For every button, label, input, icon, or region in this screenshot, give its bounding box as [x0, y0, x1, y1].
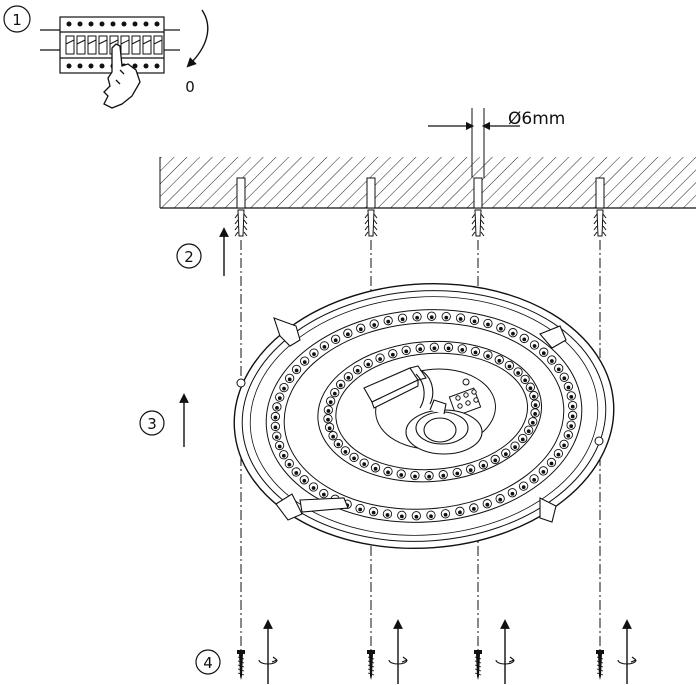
- wall-plug-icon: [364, 209, 378, 237]
- wall-plug-icon: [471, 209, 485, 237]
- breaker-terminal: [110, 21, 116, 27]
- lamp-base: [233, 282, 615, 550]
- breaker-terminal: [143, 21, 149, 27]
- breaker-terminal: [121, 21, 127, 27]
- hand-icon: [103, 43, 141, 109]
- screw-icon: [237, 650, 245, 680]
- ceiling: [159, 157, 696, 209]
- breaker-switch: [142, 35, 152, 55]
- led-ring-outer: [270, 311, 578, 521]
- mounting-bracket: [299, 497, 349, 513]
- drilled-hole: [595, 177, 605, 209]
- breaker-terminal: [77, 63, 83, 69]
- breaker-terminal: [132, 21, 138, 27]
- screws: [237, 619, 637, 684]
- breaker-switch: [65, 35, 75, 55]
- step-1-label: 1: [12, 11, 22, 29]
- drilled-hole: [366, 177, 376, 209]
- breaker-switch: [76, 35, 86, 55]
- drilled-hole: [236, 177, 246, 209]
- screw-icon: [367, 650, 375, 680]
- mounting-hole: [236, 378, 246, 388]
- screw-icon: [474, 650, 482, 680]
- wall-plug-icon: [234, 209, 248, 237]
- center-driver: [405, 399, 483, 455]
- rotate-arrow-icon: [617, 619, 637, 684]
- breaker-terminal: [99, 63, 105, 69]
- breaker-switch: [120, 35, 130, 55]
- circuit-breaker-icon: [40, 16, 180, 74]
- terminal-block: [363, 365, 434, 409]
- screw-hole: [462, 378, 470, 386]
- screw-icon: [596, 650, 604, 680]
- breaker-terminal: [88, 21, 94, 27]
- breaker-terminal: [66, 63, 72, 69]
- wall-plugs: [234, 177, 607, 237]
- breaker-terminal: [132, 63, 138, 69]
- breaker-terminal: [77, 21, 83, 27]
- rotate-arrow-icon: [388, 619, 408, 684]
- breaker-switch: [131, 35, 141, 55]
- breaker-terminal: [99, 21, 105, 27]
- step-4-circle: [195, 649, 221, 675]
- rotate-arrow-icon: [495, 619, 515, 684]
- step-3-circle: [139, 410, 165, 436]
- breaker-switch: [153, 35, 163, 55]
- step-2-label: 2: [184, 248, 194, 266]
- step-4-label: 4: [203, 654, 213, 672]
- breaker-terminal: [154, 63, 160, 69]
- step-4-group: 4: [195, 649, 221, 675]
- step-3-group: 3: [139, 393, 189, 447]
- breaker-terminal: [154, 21, 160, 27]
- step-1-group: 1 0: [3, 5, 209, 109]
- drill-diameter-label: Ø6mm: [508, 109, 565, 129]
- off-label: 0: [185, 78, 195, 96]
- step-2-group: 2: [176, 227, 229, 276]
- step-3-label: 3: [147, 415, 157, 433]
- breaker-switch: [87, 35, 97, 55]
- step-2-circle: [176, 243, 202, 269]
- rotate-arrow-icon: [258, 619, 278, 684]
- breaker-terminal: [143, 63, 149, 69]
- wall-plug-icon: [593, 209, 607, 237]
- breaker-switch: [98, 35, 108, 55]
- breaker-terminal: [88, 63, 94, 69]
- mounting-clip: [273, 317, 567, 523]
- led-ring-inner: [323, 342, 541, 481]
- connector-block: [448, 387, 482, 417]
- rotate-arrow-icon: [186, 9, 209, 68]
- drilled-hole: [473, 177, 483, 209]
- breaker-terminal: [66, 21, 72, 27]
- mounting-hole: [594, 436, 604, 446]
- step-1-circle: [3, 5, 31, 33]
